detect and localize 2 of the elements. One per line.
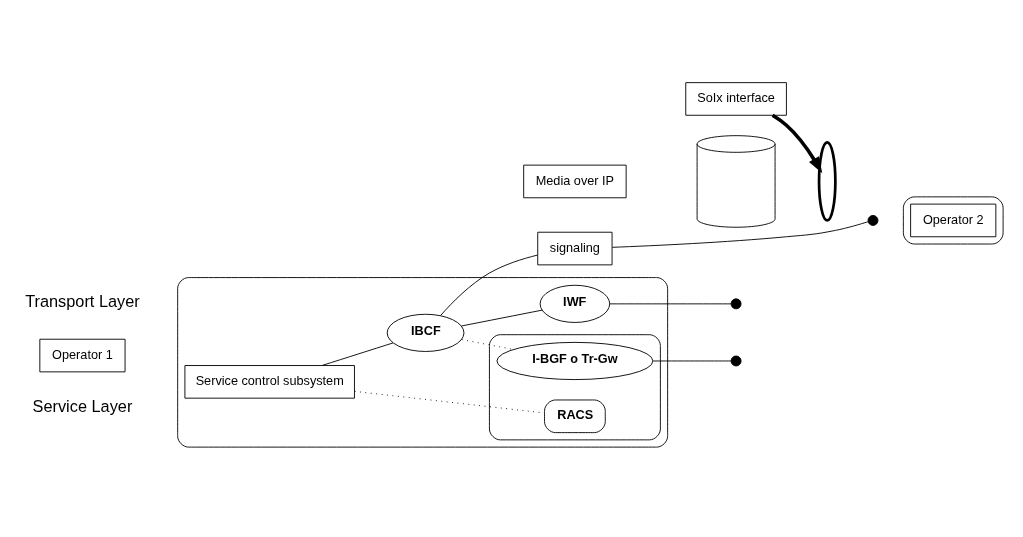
- label: Transport Layer: [25, 291, 140, 310]
- label: Service Layer: [32, 397, 133, 416]
